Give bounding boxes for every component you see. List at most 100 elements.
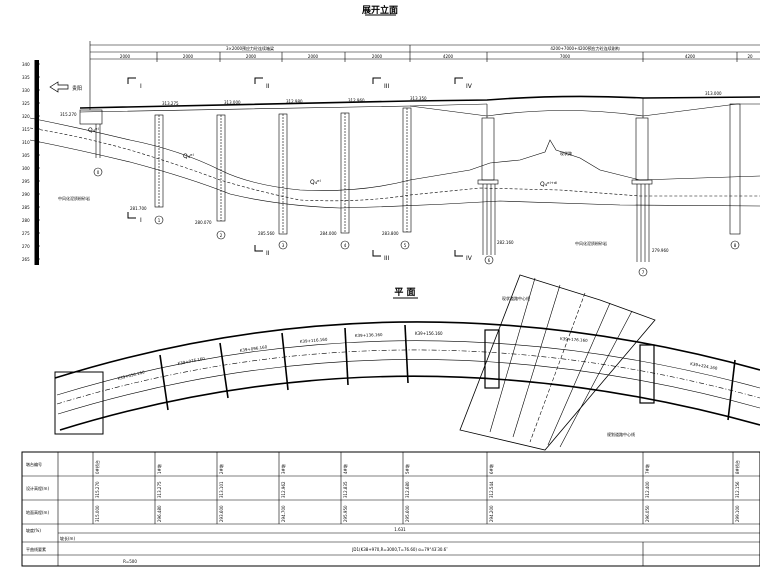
cell-ground-elev: 294.200 [489, 505, 494, 522]
pier-3 [278, 113, 288, 235]
ruler-tick-label: 340 [22, 62, 30, 67]
top-dimension-lines [89, 41, 760, 110]
plan-title: 平 面 [394, 287, 415, 298]
grade-value: 1.631 [394, 527, 406, 532]
data-table-grid [21, 451, 760, 567]
rock-note-left: 中风化泥质粉砂岩 [58, 195, 90, 201]
cell-pier-no: 7#墩 [644, 464, 650, 474]
cell-design-elev: 315.270 [95, 481, 100, 498]
station-1: K39+056.160 [117, 369, 145, 381]
radius-value: R=500 [123, 559, 137, 564]
cell-pier-no: 3#墩 [280, 464, 286, 474]
station-8: K39+224.160 [690, 361, 719, 371]
ground-lines [29, 117, 760, 209]
row-label-ground: 地面高程(m) [26, 509, 49, 515]
bottom-elev-3: 285.560 [258, 231, 275, 236]
elevation-ruler [34, 60, 39, 265]
cell-design-elev: 313.101 [219, 481, 224, 498]
section-marks [127, 77, 463, 257]
section-mark-2a: II [266, 83, 270, 90]
ruler-tick-label: 315 [22, 127, 30, 132]
deck [79, 95, 760, 118]
cell-pier-no: 8#桥台 [734, 460, 740, 474]
cap-elev-1: 313.275 [162, 101, 179, 106]
abutment-0 [79, 109, 103, 158]
geology-label-4: Q₄ᵉˡ⁺ᵈˡ [540, 181, 557, 188]
row-label-pier: 墩台编号 [26, 461, 42, 467]
abutment-8 [729, 103, 741, 235]
span-dim-6: 4200 [443, 54, 454, 59]
road-centerline-label2: 规划道路中心线 [607, 431, 635, 437]
pier-markers [93, 167, 740, 277]
bottom-elev-4: 284.000 [320, 231, 337, 236]
dim-label-left: 3×2000预应力砼连续箱梁 [226, 45, 274, 51]
geology-label-3: Q₄ᵉˡ [310, 179, 321, 186]
cell-ground-elev: 295.950 [343, 505, 348, 522]
span-dim-1: 2000 [120, 54, 131, 59]
direction-arrow [49, 81, 69, 93]
span-dim-8: 4200 [685, 54, 696, 59]
pier-label-1: 1 [158, 218, 161, 223]
cell-design-elev: 312.835 [343, 481, 348, 498]
cell-pier-no: 0#桥台 [94, 460, 100, 474]
pier-7 [631, 117, 653, 262]
piers-group [154, 103, 741, 262]
pier-label-8: 8 [734, 243, 737, 248]
bottom-elev-6: 282.160 [497, 240, 514, 245]
ruler-tick-label: 335 [22, 75, 30, 80]
cell-design-elev: 312.544 [489, 481, 494, 498]
cell-ground-elev: 294.700 [281, 505, 286, 522]
pier-label-0: 0 [97, 170, 100, 175]
cell-ground-elev: 315.000 [95, 505, 100, 522]
ruler-tick-label: 330 [22, 88, 30, 93]
pier-2 [216, 114, 226, 222]
pier-6 [477, 117, 499, 255]
station-2: K39+076.160 [177, 356, 205, 366]
dim-label-right: 4200+7000+4200预应力砼连续刚构 [550, 45, 619, 51]
vertical-curve-value: JD1(K38+970,R=3000,T=76.60) α=79°43′30.6… [351, 547, 448, 552]
section-mark-1a: I [140, 83, 142, 90]
cap-elev-4: 312.960 [348, 98, 365, 103]
section-mark-1b: I [140, 217, 142, 224]
crossing-road [459, 274, 656, 451]
cell-pier-no: 5#墩 [404, 464, 410, 474]
ruler-tick-label: 280 [22, 218, 30, 223]
cap-elev-5: 313.350 [410, 96, 427, 101]
direction-label: 贵阳 [72, 85, 82, 92]
pier-label-6: 6 [488, 258, 491, 263]
cell-pier-no: 4#墩 [342, 464, 348, 474]
section-mark-2b: II [266, 250, 270, 257]
station-3: K39+096.160 [239, 344, 267, 353]
bottom-elev-7: 279.960 [652, 248, 669, 253]
cell-ground-elev: 299.100 [735, 505, 740, 522]
cap-elev-3: 312.980 [286, 99, 303, 104]
station-4: K39+116.160 [300, 337, 328, 344]
row-label-design: 设计高程(m) [26, 485, 49, 491]
span-dim-2: 2000 [183, 54, 194, 59]
cap-elev-2: 313.000 [224, 100, 241, 105]
station-5: K39+136.160 [355, 332, 383, 338]
cell-ground-elev: 293.600 [219, 505, 224, 522]
road-note: 现状路 [560, 150, 572, 156]
road-centerline-label: 现状道路中心线 [502, 295, 530, 301]
pier-label-5: 5 [404, 243, 407, 248]
cap-elev-0: 315.270 [60, 112, 77, 117]
geology-label-1: Q₄ᵉˡ [88, 127, 99, 134]
span-dim-7: 7000 [560, 54, 571, 59]
ruler-tick-label: 275 [22, 231, 30, 236]
cell-ground-elev: 296.480 [157, 505, 162, 522]
span-dim-3: 2000 [246, 54, 257, 59]
bottom-elev-2: 280.070 [195, 220, 212, 225]
cell-design-elev: 312.400 [645, 481, 650, 498]
cell-design-elev: 312.962 [281, 481, 286, 498]
station-7: K39+176.160 [560, 336, 588, 343]
cell-pier-no: 2#墩 [218, 464, 224, 474]
geology-label-2: Q₄ᵉˡ [183, 153, 194, 160]
ruler-tick-label: 320 [22, 114, 30, 119]
bottom-elev-1: 281.700 [130, 206, 147, 211]
ruler-tick-label: 265 [22, 257, 30, 262]
pier-5 [402, 107, 412, 233]
section-mark-3b: III [384, 255, 390, 262]
